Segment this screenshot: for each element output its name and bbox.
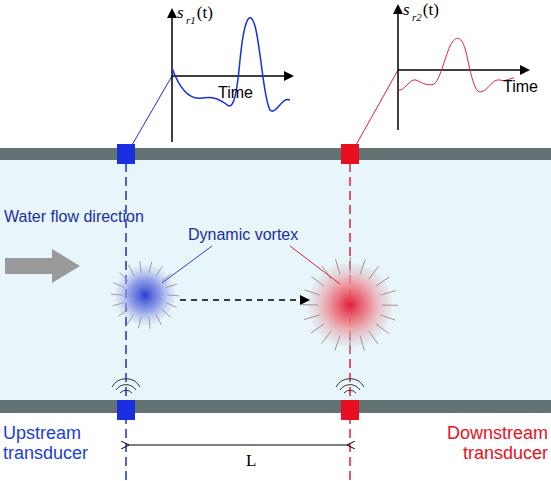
pipe-wall <box>0 148 551 160</box>
plot-axes <box>172 6 528 142</box>
signal-subscript: r2 <box>412 11 422 23</box>
leader-line <box>162 246 212 283</box>
vortex <box>302 257 398 353</box>
vortex <box>111 261 179 328</box>
leader-line <box>290 246 340 284</box>
signal-name: s <box>403 1 410 20</box>
motion-arrow <box>180 299 308 301</box>
pipe-interior <box>0 160 551 400</box>
transducer <box>341 144 359 164</box>
vortex-label: Dynamic vortex <box>188 226 298 244</box>
signal-subscript: r1 <box>186 14 196 26</box>
signal-name: s <box>177 4 184 23</box>
signal-name: (t) <box>423 1 439 20</box>
leader-line <box>356 70 398 145</box>
transducer <box>341 400 359 420</box>
transducer-label: Upstream transducer <box>3 424 113 464</box>
dimension-line <box>128 445 348 446</box>
dimension-label: L <box>246 452 256 471</box>
flow-label: Water flow direction <box>4 208 144 226</box>
axis-label: Time <box>218 84 253 102</box>
transducer <box>117 144 135 164</box>
signal-name: (t) <box>197 4 213 23</box>
signal-trace <box>398 38 514 92</box>
transducer-label: Downstream transducer <box>440 424 548 464</box>
axis-label: Time <box>503 78 538 96</box>
pipe-wall <box>0 400 551 413</box>
signal-trace <box>172 18 290 111</box>
flow-arrow <box>5 249 80 283</box>
wave-symbol <box>112 379 364 393</box>
leader-line <box>132 76 172 145</box>
transducer <box>117 400 135 420</box>
